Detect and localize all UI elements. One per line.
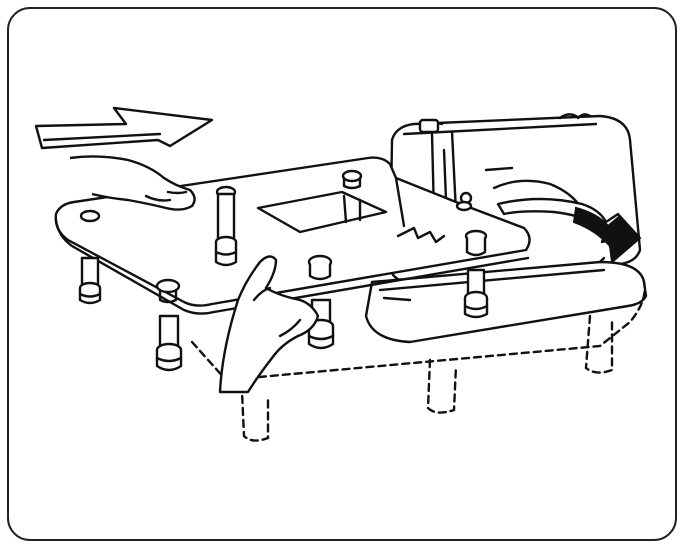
surface-detail [396,226,446,244]
hand-bottom [218,255,320,394]
push-arrow-icon [34,106,214,150]
remove-arrow-icon [496,197,642,264]
leg-left-front [78,209,102,305]
leg-rear-small [455,200,473,212]
leg-front-center [307,254,335,350]
dashed-base-outline [190,256,646,442]
leg-front-right [463,229,489,319]
table-legs [78,169,489,372]
leg-back-center [214,185,238,267]
leg-front-left [155,278,183,372]
leg-back-right [341,169,363,190]
hand-top [69,155,196,211]
